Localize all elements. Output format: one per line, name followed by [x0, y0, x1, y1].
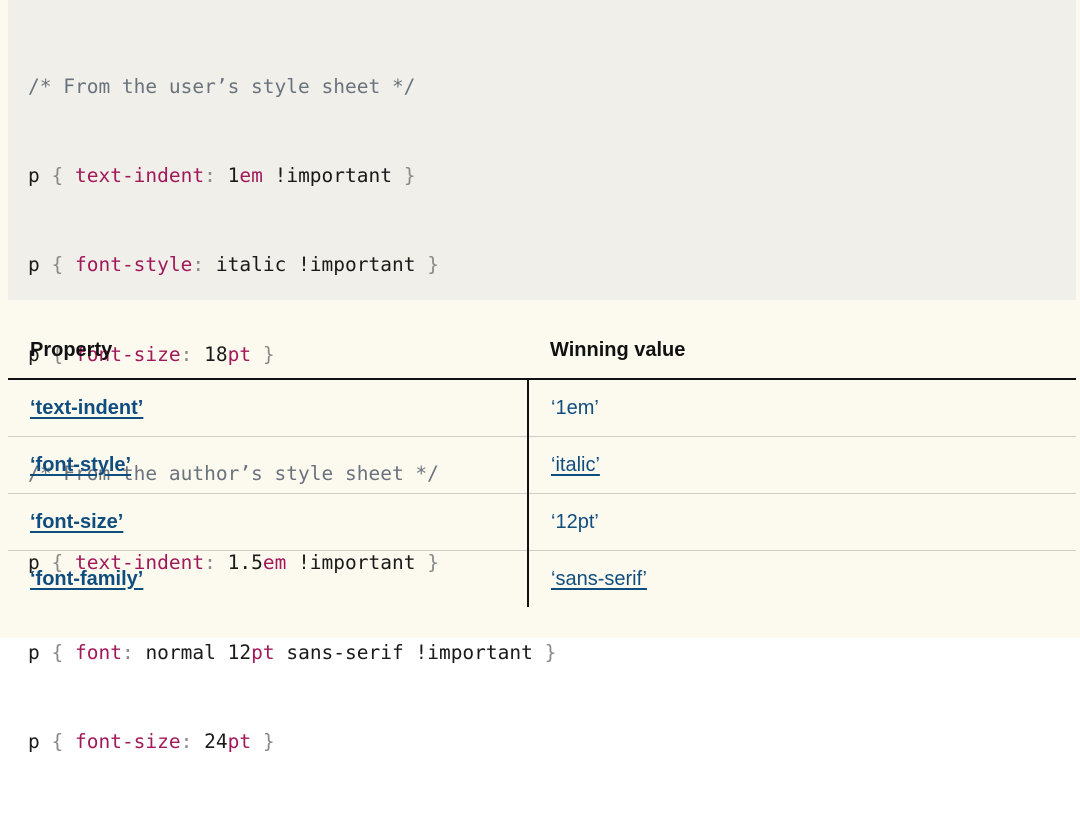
- table-row: ‘font-style’ ‘italic’: [8, 436, 1076, 494]
- table-row: ‘text-indent’ ‘1em’: [8, 379, 1076, 437]
- value-text: ‘12pt’: [551, 510, 599, 533]
- property-link[interactable]: ‘font-size’: [30, 510, 124, 533]
- code-line: p { text-indent: 1em !important }: [28, 163, 416, 187]
- code-block: /* From the user’s style sheet */ p { te…: [8, 0, 1076, 753]
- page: /* From the user’s style sheet */ p { te…: [0, 0, 1080, 753]
- code-comment: /* From the user’s style sheet */: [28, 74, 416, 98]
- property-cell: ‘font-family’: [8, 550, 529, 607]
- value-link[interactable]: ‘italic’: [551, 453, 600, 476]
- code-line: p { font-style: italic !important }: [28, 253, 439, 277]
- value-cell: ‘sans-serif’: [528, 551, 1076, 608]
- table-header-row: Property Winning value: [8, 322, 1076, 380]
- value-cell: ‘italic’: [528, 436, 1076, 494]
- value-cell: ‘12pt’: [528, 493, 1076, 551]
- property-link[interactable]: ‘text-indent’: [30, 396, 144, 419]
- column-header-winning-value: Winning value: [528, 322, 1076, 380]
- property-link[interactable]: ‘font-family’: [30, 567, 144, 590]
- property-cell: ‘text-indent’: [8, 379, 529, 437]
- table-row: ‘font-family’ ‘sans-serif’: [8, 550, 1076, 608]
- property-cell: ‘font-size’: [8, 493, 529, 551]
- value-cell: ‘1em’: [528, 379, 1076, 437]
- winning-value-table: Property Winning value ‘text-indent’ ‘1e…: [8, 322, 1076, 607]
- property-link[interactable]: ‘font-style’: [30, 453, 132, 476]
- value-link[interactable]: ‘sans-serif’: [551, 567, 647, 590]
- table-row: ‘font-size’ ‘12pt’: [8, 493, 1076, 551]
- code-line: p { font: normal 12pt sans-serif !import…: [28, 640, 557, 664]
- value-text: ‘1em’: [551, 396, 599, 419]
- property-cell: ‘font-style’: [8, 436, 529, 494]
- code-line: p { font-size: 24pt }: [28, 730, 275, 754]
- column-header-property: Property: [8, 322, 528, 380]
